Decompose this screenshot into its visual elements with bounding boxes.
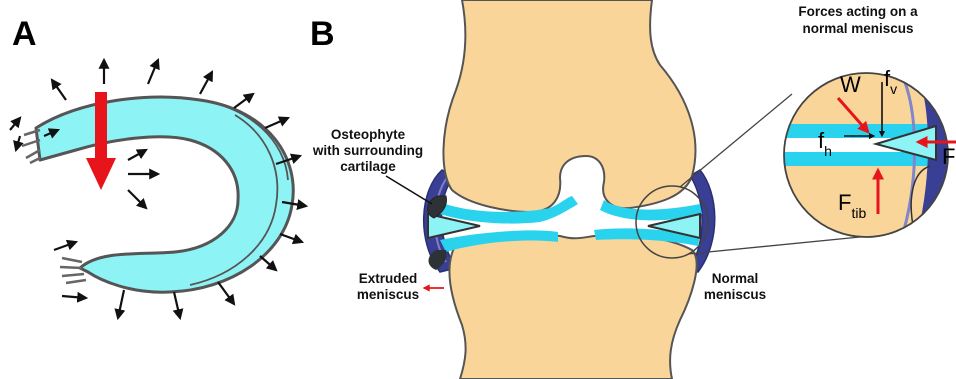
panel-b: B Osteophyte with surrounding cartil [310, 0, 956, 379]
osteophyte-leader-line [386, 176, 432, 204]
normal-label-line-1: Normal [712, 271, 759, 286]
osteophyte-label-line-2: with surrounding [312, 143, 423, 158]
magnified-inset: W fv fh Ftib F [780, 66, 956, 240]
osteophyte-label-line-3: cartilage [340, 159, 396, 174]
extruded-meniscus-label: Extruded meniscus [357, 271, 444, 302]
w-force-label: W [840, 72, 861, 97]
femur [443, 0, 695, 212]
f-right-force-label: F [942, 144, 955, 169]
forces-title-line-2: normal meniscus [802, 21, 913, 36]
extruded-label-line-1: Extruded [359, 271, 418, 286]
normal-label-line-2: meniscus [704, 287, 766, 302]
extruded-label-line-2: meniscus [357, 287, 419, 302]
forces-title: Forces acting on a normal meniscus [798, 4, 918, 36]
forces-title-line-1: Forces acting on a [798, 4, 918, 19]
panel-a: A [10, 15, 306, 318]
panel-a-label: A [12, 15, 37, 53]
zoom-line-top [680, 94, 792, 187]
panel-b-label: B [310, 15, 335, 53]
zoom-line-bottom [688, 236, 870, 254]
normal-meniscus-label: Normal meniscus [704, 271, 766, 302]
osteophyte-label: Osteophyte with surrounding cartilage [312, 127, 432, 204]
meniscus-c-shape [22, 97, 293, 292]
osteophyte-label-line-1: Osteophyte [331, 127, 406, 142]
